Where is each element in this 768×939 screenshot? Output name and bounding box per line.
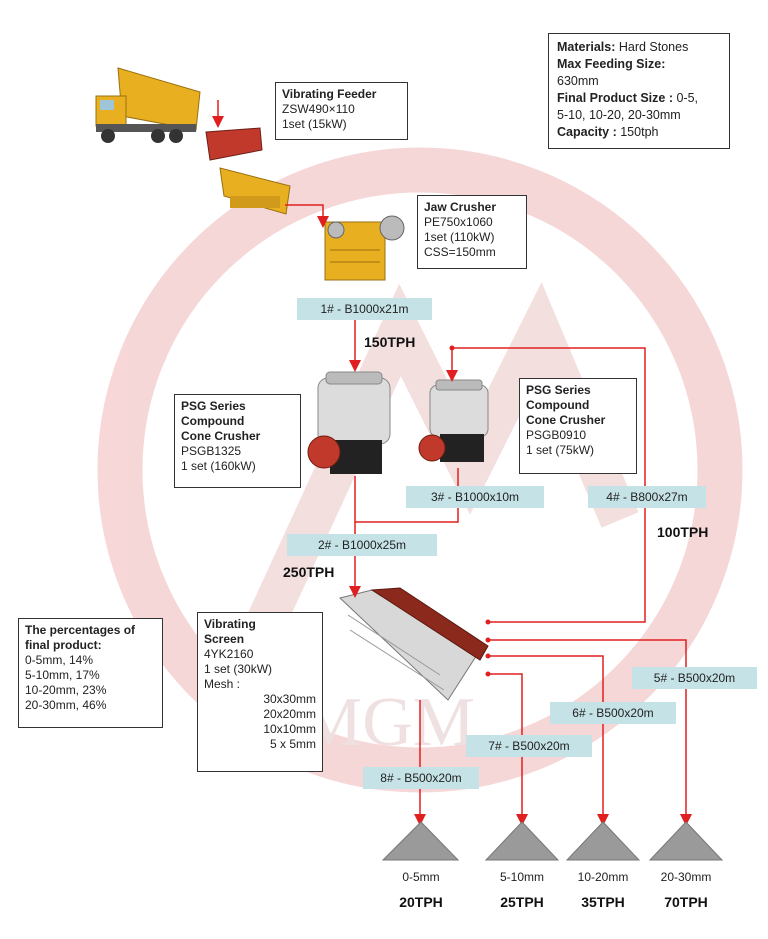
stone-pile-icons [381,821,724,861]
feeder-model: ZSW490×110 [282,102,355,116]
percentage-row: 20-30mm, 46% [25,698,107,712]
capacity-value: 150tph [620,125,659,139]
cone-large-box: PSG Series Compound Cone Crusher PSGB132… [174,394,301,488]
percentage-row: 5-10mm, 17% [25,668,100,682]
cone-large-title-3: Cone Crusher [181,429,261,443]
belt-label-3: 3# - B1000x10m [406,486,544,508]
cone-small-spec: 1 set (75kW) [526,443,595,457]
screen-box: Vibrating Screen 4YK2160 1 set (30kW) Me… [197,612,323,772]
belt-label-2: 2# - B1000x25m [287,534,437,556]
specs-box: Materials: Hard Stones Max Feeding Size:… [548,33,730,149]
screen-title-2: Screen [204,632,245,646]
feed-value: 630mm [557,74,599,88]
cone-small-title-2: Compound [526,398,590,412]
percentage-row: 0-5mm, 14% [25,653,94,667]
belt-label-6: 6# - B500x20m [550,702,676,724]
cone-crusher-small-icon [418,379,489,462]
flow-feeder-jaw [285,204,329,228]
dump-truck-icon [95,67,201,143]
flow-out-10-20 [488,655,609,826]
final-size-value-1: 0-5, [676,91,699,105]
output-size-20-30: 20-30mm [660,870,712,884]
screen-mesh-3: 10x10mm [263,722,316,736]
cone-small-model: PSGB0910 [526,428,587,442]
output-size-10-20: 10-20mm [577,870,629,884]
percentages-title-1: The percentages of [25,623,136,637]
screen-mesh-2: 20x20mm [263,707,316,721]
screen-title-1: Vibrating [204,617,256,631]
belt-label-5: 5# - B500x20m [632,667,757,689]
jaw-crusher-icon [324,215,405,281]
flow-100tph: 100TPH [657,524,709,540]
screen-spec: 1 set (30kW) [204,662,273,676]
cone-small-title-1: PSG Series [526,383,591,397]
cone-crusher-large-icon [307,371,391,474]
belt-label-8: 8# - B500x20m [363,767,479,789]
feeder-box: Vibrating Feeder ZSW490×110 1set (15kW) [275,82,408,140]
screen-mesh-4: 5 x 5mm [269,737,316,751]
screen-mesh-1: 30x30mm [263,692,316,706]
percentage-row: 10-20mm, 23% [25,683,107,697]
feeder-title: Vibrating Feeder [282,87,377,101]
jaw-crusher-box: Jaw Crusher PE750x1060 1set (110kW) CSS=… [417,195,527,269]
belt-label-4: 4# - B800x27m [588,486,706,508]
flow-150tph: 150TPH [364,334,416,350]
materials-label: Materials: [557,40,616,54]
jaw-spec: 1set (110kW) [424,230,495,244]
cone-large-title-2: Compound [181,414,245,428]
output-tph-20-30: 70TPH [664,894,708,910]
output-size-0-5: 0-5mm [402,870,440,884]
jaw-css: CSS=150mm [424,245,496,259]
final-size-value-2: 5-10, 10-20, 20-30mm [557,108,681,122]
feed-label: Max Feeding Size: [557,57,666,71]
screen-mesh-label: Mesh : [204,677,241,691]
capacity-label: Capacity : [557,125,617,139]
belt-label-1: 1# - B1000x21m [297,298,432,320]
cone-small-box: PSG Series Compound Cone Crusher PSGB091… [519,378,637,474]
materials-value: Hard Stones [618,40,689,54]
vibrating-feeder-icon [205,127,291,215]
feeder-spec: 1set (15kW) [282,117,347,131]
percentages-title-2: final product: [25,638,102,652]
screen-model: 4YK2160 [204,647,254,661]
jaw-title: Jaw Crusher [424,200,497,214]
belt-label-7: 7# - B500x20m [466,735,592,757]
percentages-box: The percentages of final product: 0-5mm,… [18,618,163,728]
output-size-5-10: 5-10mm [499,870,544,884]
cone-large-title-1: PSG Series [181,399,246,413]
cone-large-spec: 1 set (160kW) [181,459,256,473]
flow-out-5-10 [488,673,528,826]
jaw-model: PE750x1060 [424,215,493,229]
cone-large-model: PSGB1325 [181,444,242,458]
flow-out-20-30 [488,639,692,826]
flow-return-loop [446,347,646,623]
vibrating-screen-icon [338,587,489,701]
cone-small-title-3: Cone Crusher [526,413,606,427]
output-tph-5-10: 25TPH [500,894,544,910]
output-tph-0-5: 20TPH [399,894,443,910]
final-size-label: Final Product Size : [557,91,673,105]
output-tph-10-20: 35TPH [581,894,625,910]
flow-250tph: 250TPH [283,564,335,580]
